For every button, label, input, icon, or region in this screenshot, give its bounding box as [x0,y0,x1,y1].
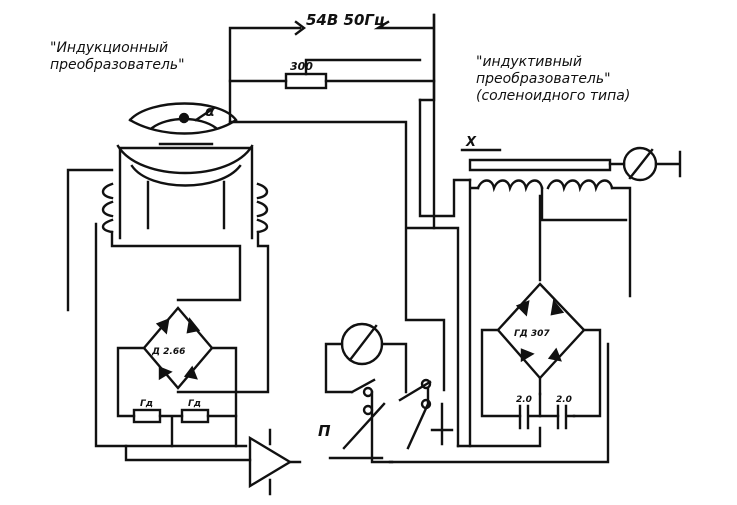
right-bridge-leads [480,328,602,418]
amplifier-triangle [248,435,293,489]
switch-contact-b [362,404,374,416]
switch-contact-a [362,386,374,398]
inductive-transducer-caption: "индуктивный преобразователь" (соленоидн… [476,54,630,105]
meter-pointer [348,324,378,362]
right-meter-pointer [608,148,682,180]
resistor-300 [284,72,328,90]
center-wires [228,98,610,464]
capacitor-b [556,404,576,430]
resistor-gd-2 [180,408,210,424]
caption-line: (соленоидного типа) [476,88,631,104]
capacitor-a-label: 2.0 [516,395,532,405]
alpha-label: α [205,104,215,120]
resistor-gd-1-label: Гд [140,399,153,409]
resistor-label: 300 [290,60,313,73]
left-bridge-label: Д 2.66 [151,347,185,357]
caption-line: преобразователь" [50,57,185,73]
solenoid-rod [468,158,612,172]
ground-symbol [430,428,454,446]
right-bridge-diodes [515,299,565,363]
sensor-coil-right [256,182,269,234]
switch-contacts [328,386,444,464]
capacitor-wires [456,392,542,448]
left-bridge-leads [116,346,238,448]
sensor-yoke [118,146,254,240]
sensor-rotor-arm [158,106,216,146]
capacitor-b-label: 2.0 [556,395,572,405]
resistor-gd-wires [158,414,238,448]
amplifier-wires [124,428,302,496]
resistor-gd-2-label: Гд [188,399,201,409]
switch-label: П [318,422,331,440]
caption-line: преобразователь" [476,71,611,87]
caption-line: "индуктивный [476,54,582,70]
capacitor-a [518,404,560,430]
left-bridge-wires [66,168,270,448]
sensor-coil-left [101,182,114,234]
solenoid-coil-a [476,179,544,193]
supply-label: 54В 50Гц [306,11,385,29]
supply-terminal-arrow [294,20,306,36]
resistor-gd-1 [132,408,162,424]
x-marker-label: X [465,135,477,150]
right-bridge-label: ГД 307 [514,329,550,339]
left-bridge-diodes [155,317,201,381]
caption-line: "Индукционный [50,40,169,56]
left-bridge-diamond [142,306,214,390]
switch-contact-d [420,398,432,410]
solenoid-wires [468,178,632,448]
meter-wires [324,342,432,402]
sensor-pole-curve [116,144,254,187]
supply-wire [228,13,436,124]
switch-contact-c [420,378,432,390]
sensor-pivot [178,112,190,124]
solenoid-coil-b [546,179,614,193]
resistor-wires [228,58,436,83]
induction-transducer-caption: "Индукционный преобразователь" [50,40,185,74]
